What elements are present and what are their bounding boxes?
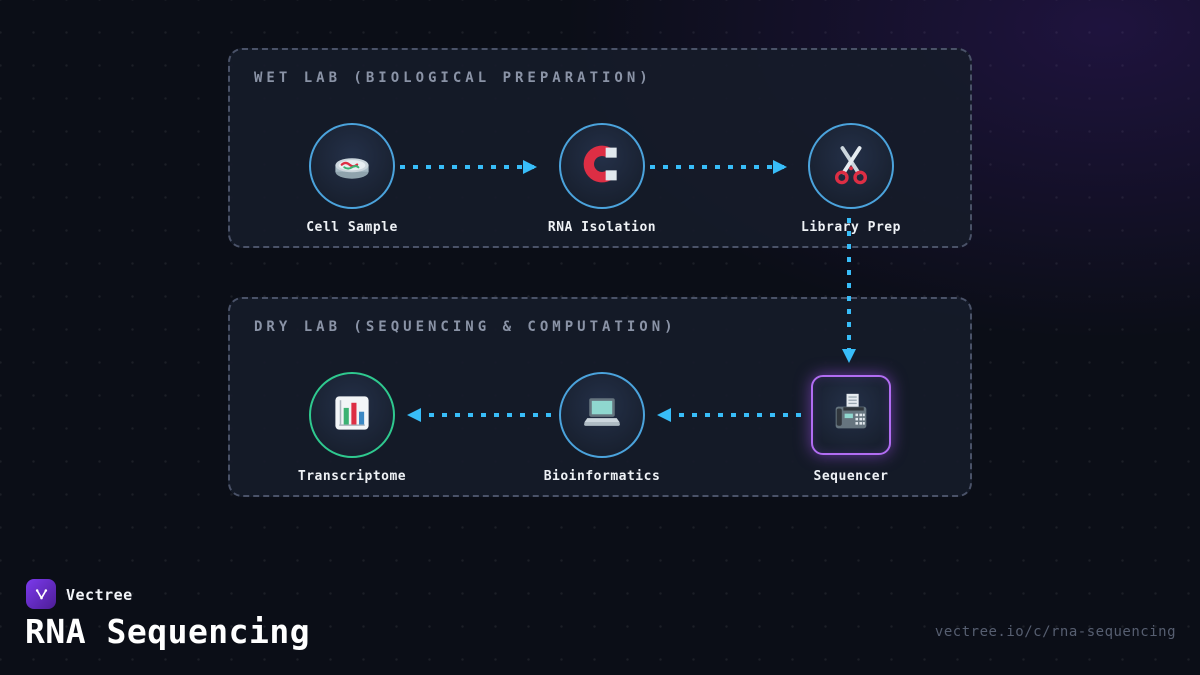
node-rna-isolation: RNA Isolation (517, 122, 687, 235)
petri-dish-icon (329, 141, 375, 191)
node-sequencer: Sequencer (766, 371, 936, 484)
wet-lab-panel: WET LAB (BIOLOGICAL PREPARATION) Cell Sa… (228, 48, 972, 248)
dry-lab-panel: DRY LAB (SEQUENCING & COMPUTATION) Trans… (228, 297, 972, 497)
scissors-icon (829, 142, 873, 190)
vectree-logo (26, 579, 56, 609)
node-label: Sequencer (813, 469, 889, 484)
fax-machine-icon (828, 390, 874, 440)
brand-name: Vectree (66, 586, 133, 604)
bioinformatics-bubble (559, 372, 645, 458)
page-title: RNA Sequencing (25, 612, 311, 651)
rna-isolation-bubble (559, 123, 645, 209)
library-prep-bubble (808, 123, 894, 209)
node-library-prep: Library Prep (766, 122, 936, 235)
node-label: Cell Sample (306, 220, 398, 235)
node-cell-sample: Cell Sample (267, 122, 437, 235)
dry-lab-title: DRY LAB (SEQUENCING & COMPUTATION) (254, 319, 677, 335)
node-label: RNA Isolation (547, 220, 657, 235)
transcriptome-bubble (309, 372, 395, 458)
node-label: Transcriptome (297, 469, 407, 484)
bar-chart-icon (329, 390, 375, 440)
cell-sample-bubble (309, 123, 395, 209)
magnet-icon (580, 142, 624, 190)
node-bioinformatics: Bioinformatics (517, 371, 687, 484)
node-label: Library Prep (801, 220, 901, 235)
laptop-icon (579, 390, 625, 440)
vectree-logo-glyph (35, 588, 47, 599)
node-transcriptome: Transcriptome (267, 371, 437, 484)
node-label: Bioinformatics (543, 469, 661, 484)
wet-lab-title: WET LAB (BIOLOGICAL PREPARATION) (254, 70, 652, 86)
page-url: vectree.io/c/rna-sequencing (934, 624, 1176, 640)
sequencer-highlight-frame (811, 375, 891, 455)
